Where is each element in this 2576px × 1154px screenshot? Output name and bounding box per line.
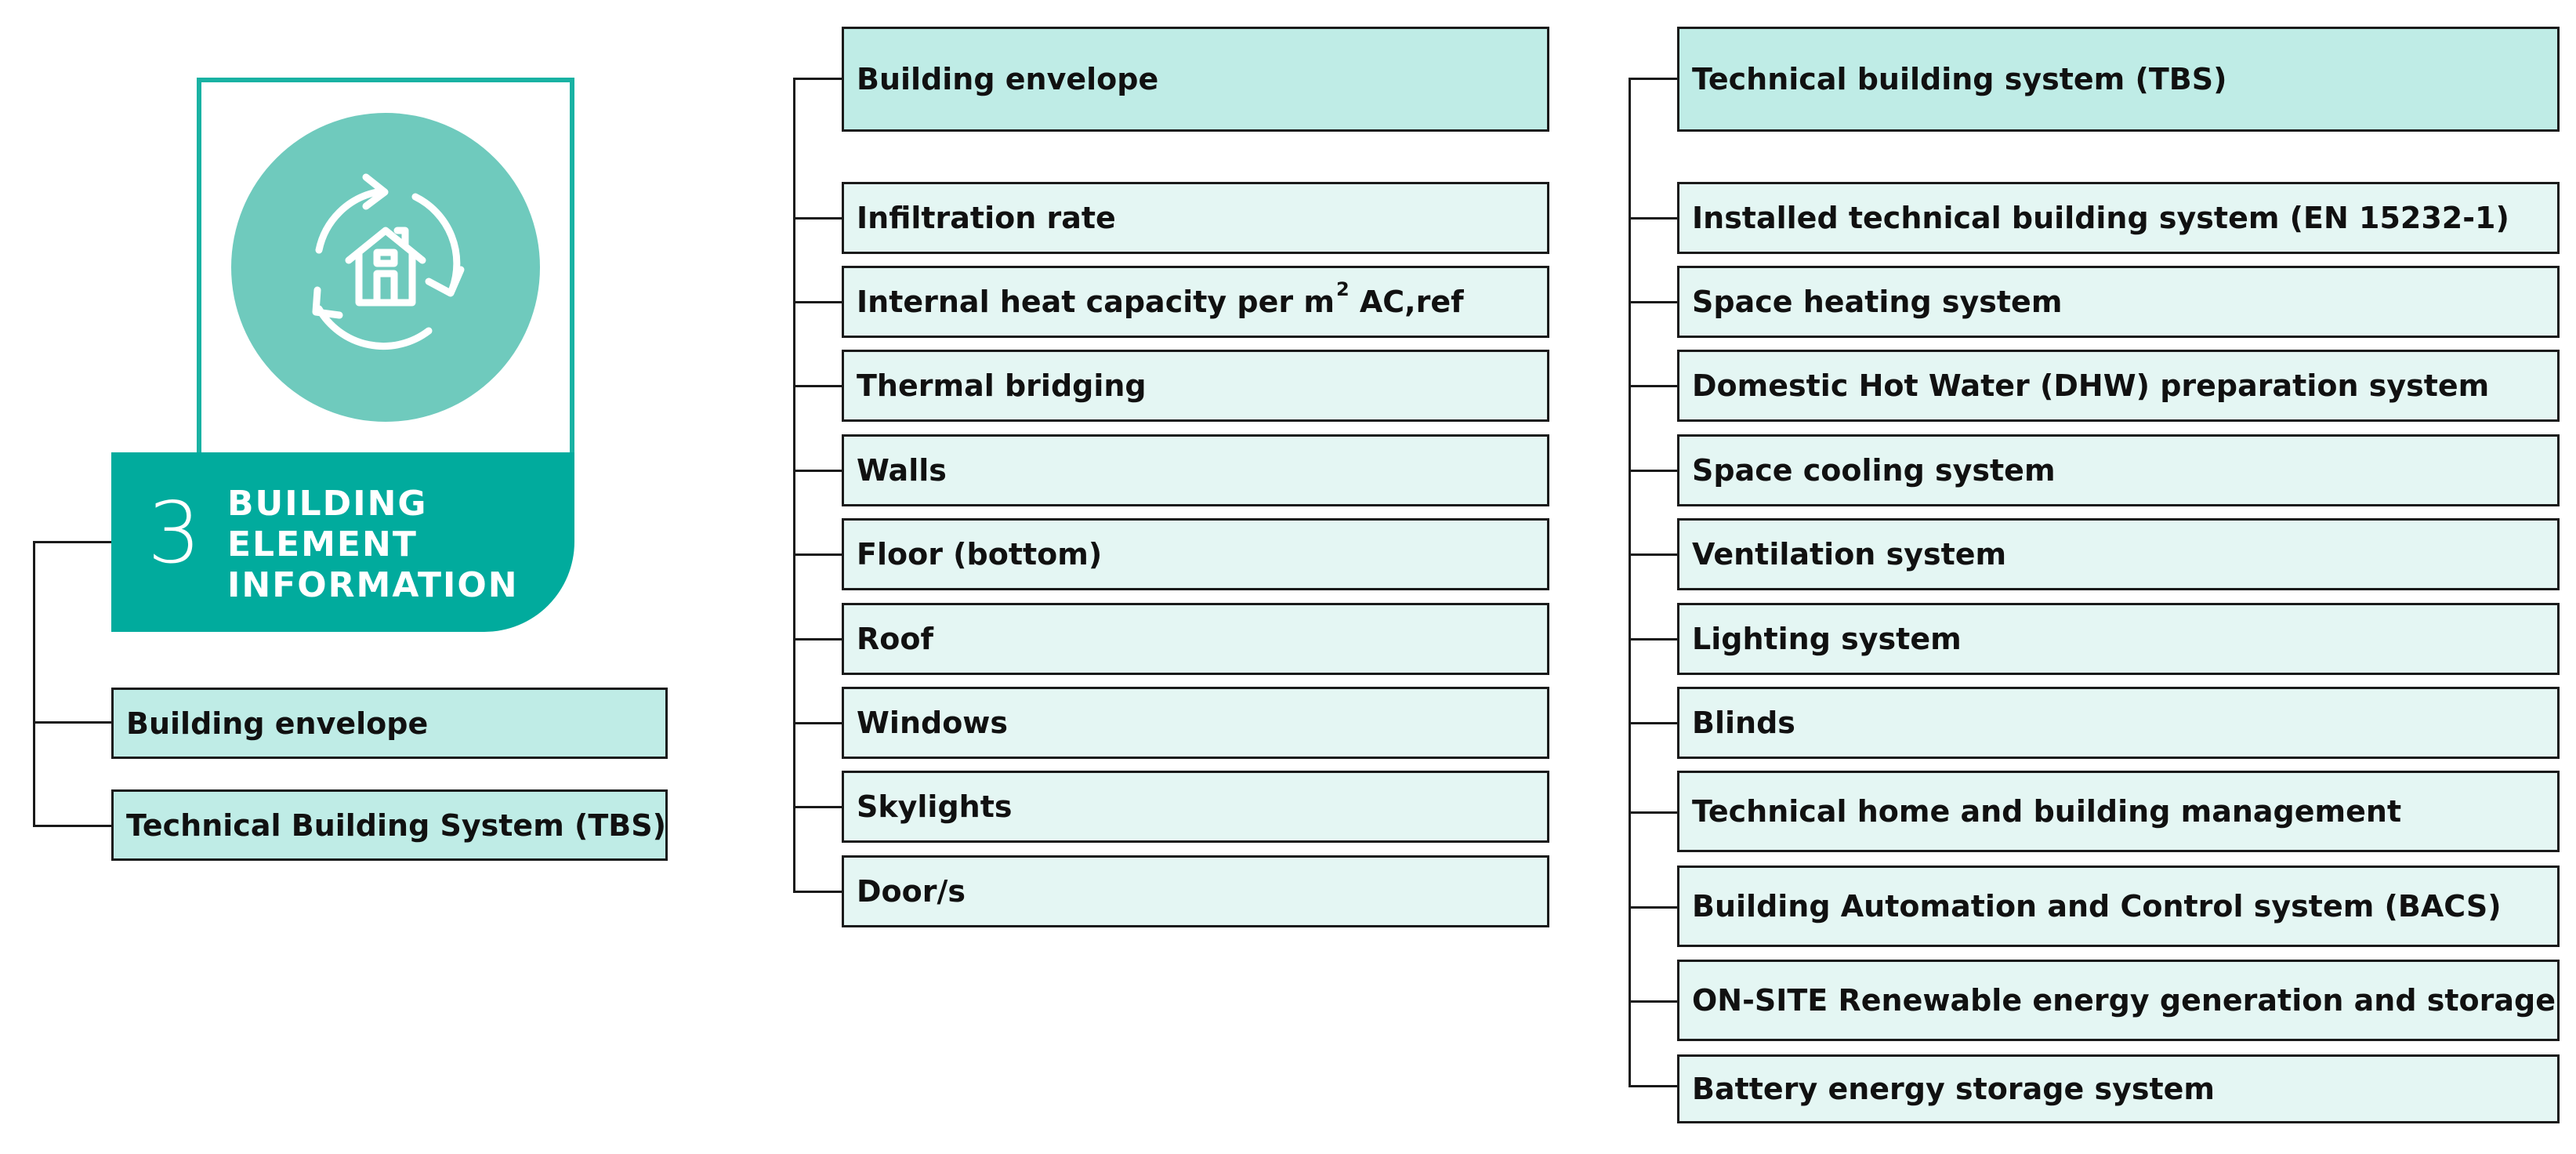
tbs-connector-header bbox=[1629, 78, 1677, 80]
envelope-connector bbox=[793, 806, 842, 808]
tbs-connector bbox=[1629, 1085, 1677, 1087]
envelope-trunk-line bbox=[793, 78, 795, 892]
tbs-connector bbox=[1629, 811, 1677, 814]
envelope-item-walls: Walls bbox=[842, 434, 1549, 506]
tbs-connector bbox=[1629, 722, 1677, 724]
left-connector-envelope bbox=[33, 721, 111, 724]
left-trunk-line bbox=[33, 541, 35, 826]
tbs-item-home-building-management: Technical home and building management bbox=[1677, 771, 2560, 852]
envelope-item-roof: Roof bbox=[842, 603, 1549, 675]
tbs-connector bbox=[1629, 217, 1677, 220]
tbs-header: Technical building system (TBS) bbox=[1677, 27, 2560, 132]
tbs-item-bacs: Building Automation and Control system (… bbox=[1677, 866, 2560, 947]
tbs-item-blinds: Blinds bbox=[1677, 687, 2560, 759]
heat-capacity-superscript: 2 bbox=[1335, 278, 1350, 300]
envelope-connector bbox=[793, 553, 842, 556]
envelope-connector-header bbox=[793, 78, 842, 80]
tbs-connector bbox=[1629, 638, 1677, 641]
envelope-connector bbox=[793, 385, 842, 387]
heat-capacity-label: Internal heat capacity per m bbox=[857, 285, 1335, 319]
tbs-item-onsite-renewable: ON-SITE Renewable energy generation and … bbox=[1677, 960, 2560, 1041]
envelope-item-infiltration-rate: Infiltration rate bbox=[842, 182, 1549, 254]
tbs-item-dhw: Domestic Hot Water (DHW) preparation sys… bbox=[1677, 350, 2560, 422]
tbs-item-lighting: Lighting system bbox=[1677, 603, 2560, 675]
tbs-connector bbox=[1629, 1000, 1677, 1003]
tbs-connector bbox=[1629, 553, 1677, 556]
envelope-connector bbox=[793, 217, 842, 220]
left-item-tbs: Technical Building System (TBS) bbox=[111, 789, 668, 861]
badge-title: BUILDING ELEMENT INFORMATION bbox=[227, 484, 519, 605]
envelope-item-windows: Windows bbox=[842, 687, 1549, 759]
badge-number: 3 bbox=[147, 484, 201, 582]
badge-band: 3 BUILDING ELEMENT INFORMATION bbox=[111, 452, 574, 632]
tbs-connector bbox=[1629, 906, 1677, 909]
house-with-circular-arrows-icon bbox=[312, 173, 465, 350]
envelope-connector bbox=[793, 891, 842, 893]
left-connector-badge bbox=[33, 541, 111, 543]
envelope-item-thermal-bridging: Thermal bridging bbox=[842, 350, 1549, 422]
tbs-connector bbox=[1629, 301, 1677, 303]
left-connector-tbs bbox=[33, 825, 111, 827]
tbs-connector bbox=[1629, 470, 1677, 472]
envelope-item-floor: Floor (bottom) bbox=[842, 518, 1549, 590]
envelope-connector bbox=[793, 470, 842, 472]
envelope-connector bbox=[793, 301, 842, 303]
envelope-item-skylights: Skylights bbox=[842, 771, 1549, 843]
tbs-item-space-heating: Space heating system bbox=[1677, 266, 2560, 338]
tbs-item-ventilation: Ventilation system bbox=[1677, 518, 2560, 590]
envelope-item-doors: Door/s bbox=[842, 855, 1549, 927]
badge-circle bbox=[231, 113, 540, 422]
tbs-item-space-cooling: Space cooling system bbox=[1677, 434, 2560, 506]
envelope-connector bbox=[793, 722, 842, 724]
left-item-building-envelope: Building envelope bbox=[111, 688, 668, 759]
tbs-trunk-line bbox=[1629, 78, 1631, 1087]
tbs-item-installed-system: Installed technical building system (EN … bbox=[1677, 182, 2560, 254]
tbs-item-battery-storage: Battery energy storage system bbox=[1677, 1054, 2560, 1123]
heat-capacity-suffix: AC,ref bbox=[1349, 285, 1464, 319]
tbs-connector bbox=[1629, 385, 1677, 387]
envelope-header: Building envelope bbox=[842, 27, 1549, 132]
envelope-connector bbox=[793, 638, 842, 641]
